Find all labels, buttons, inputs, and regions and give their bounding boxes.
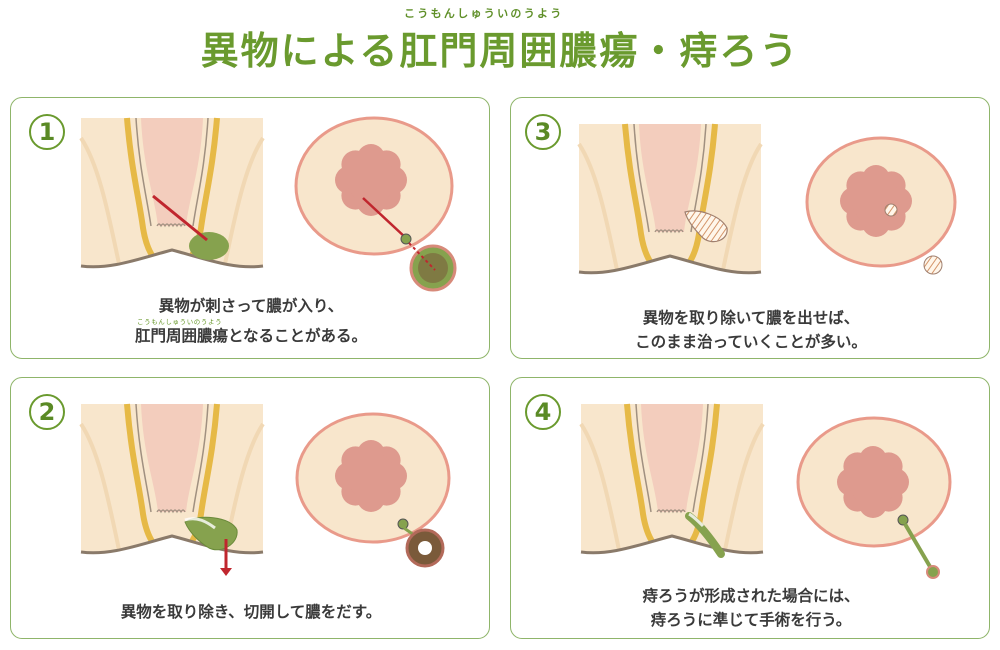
anal-view-diagram bbox=[295, 412, 451, 568]
title-furigana: こうもんしゅういのうよう bbox=[404, 7, 564, 20]
cross-section-diagram bbox=[581, 404, 763, 562]
step-number-2: 2 bbox=[29, 394, 65, 430]
cross-section-diagram bbox=[579, 124, 761, 282]
healing-spot-mark bbox=[884, 203, 898, 217]
step-2-illustration bbox=[11, 378, 451, 576]
step-number-4: 4 bbox=[525, 394, 561, 430]
page-title: 異物による肛門周囲膿瘍・痔ろう bbox=[200, 29, 800, 73]
step-1-furigana: こうもんしゅういのうよう bbox=[137, 318, 223, 326]
step-4-illustration bbox=[511, 378, 952, 579]
step-1-caption-line-1: 異物が刺さって膿が入り、 bbox=[158, 297, 344, 315]
step-number-3: 3 bbox=[525, 114, 561, 150]
step-4-caption-line-2: 痔ろうに準じて手術を行う。 bbox=[650, 611, 852, 629]
cross-section-diagram bbox=[81, 404, 263, 576]
step-3-illustration bbox=[511, 98, 957, 360]
step-3-caption-line-2: このまま治っていくことが多い。 bbox=[635, 333, 867, 351]
anal-view-diagram bbox=[805, 136, 957, 275]
header: こうもんしゅういのうよう 異物による肛門周囲膿瘍・痔ろう bbox=[0, 0, 1000, 84]
foreign-body-mark bbox=[152, 194, 208, 242]
abscess-mark bbox=[184, 516, 238, 551]
abscess-mark bbox=[189, 232, 229, 260]
step-panel-1: 1 異物が刺さって膿が入り、 こうもんしゅういのうよう 肛門周囲膿瘍となることが… bbox=[10, 97, 490, 359]
fistula-tract-mark bbox=[685, 512, 725, 558]
step-2-caption: 異物を取り除き、切開して膿をだす。 bbox=[120, 603, 382, 621]
step-1-illustration bbox=[11, 98, 457, 292]
anal-view-diagram bbox=[294, 116, 457, 292]
anal-view-diagram bbox=[796, 416, 952, 579]
step-panel-2: 2 異物を取り除き、切開して膿をだす。 bbox=[10, 377, 490, 639]
step-1-caption-line-2: 肛門周囲膿瘍となることがある。 bbox=[134, 327, 368, 345]
step-number-1: 1 bbox=[29, 114, 65, 150]
step-panel-3: 3 異物を取り除いて膿を出せば、 このまま治っていくことが多い。 bbox=[510, 97, 990, 359]
step-panel-4: 4 痔ろうが形成された場合には、 痔ろうに準じて手術を行う。 bbox=[510, 377, 990, 639]
fistula-mark bbox=[903, 522, 934, 572]
step-3-caption-line-1: 異物を取り除いて膿を出せば、 bbox=[642, 309, 860, 327]
healing-abscess-mark bbox=[684, 210, 728, 243]
step-4-caption-line-1: 痔ろうが形成された場合には、 bbox=[642, 587, 860, 605]
cross-section-diagram bbox=[81, 118, 263, 276]
